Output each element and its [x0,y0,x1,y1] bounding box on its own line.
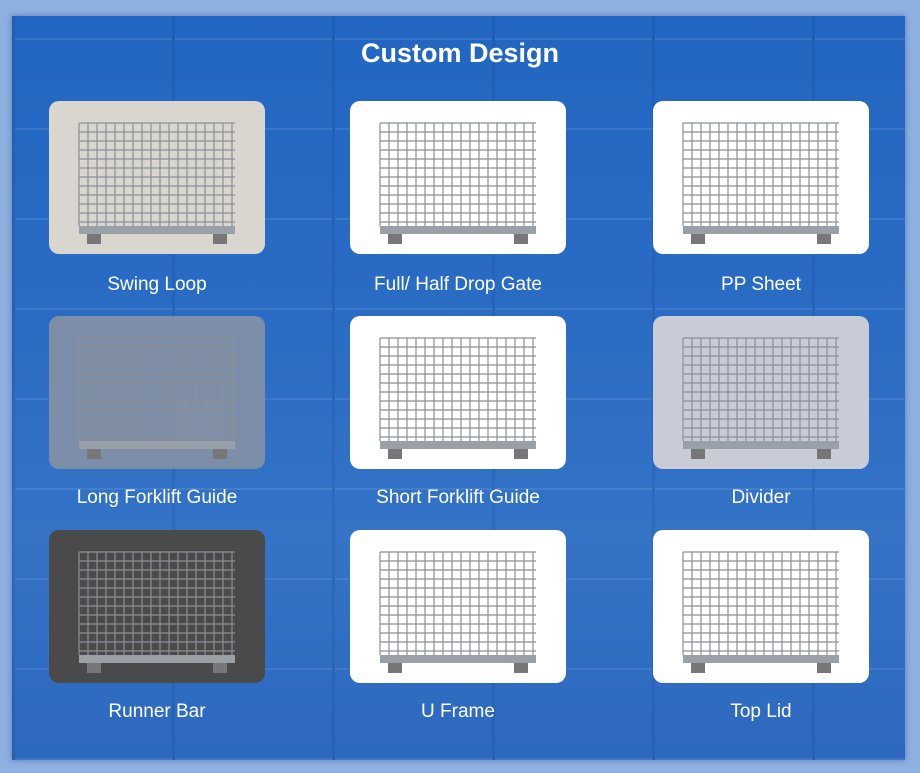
page-title: Custom Design [360,38,560,68]
product-image-cage-top-lid-render [653,530,869,683]
product-label: Short Forklift Guide [376,487,540,508]
product-label: U Frame [421,701,495,722]
product-image-cage-divider-render [653,316,869,469]
product-label: Top Lid [730,701,792,722]
product-image-cage-u-frame-photo [350,530,566,683]
product-label: PP Sheet [721,274,801,295]
product-image-cage-pp-sheet-photo [653,101,869,254]
product-label: Divider [731,487,791,508]
product-label: Long Forklift Guide [76,487,238,508]
product-label: Full/ Half Drop Gate [374,274,542,295]
product-label: Swing Loop [107,274,207,295]
product-image-cage-drop-gate-photo [350,101,566,254]
product-label: Runner Bar [108,701,206,722]
product-image-cage-short-forklift-guide-photo [350,316,566,469]
product-image-cage-long-forklift-guide-photo [49,316,265,469]
product-image-cage-swing-loop-photo [49,101,265,254]
product-image-cage-runner-bar-photo [49,530,265,683]
